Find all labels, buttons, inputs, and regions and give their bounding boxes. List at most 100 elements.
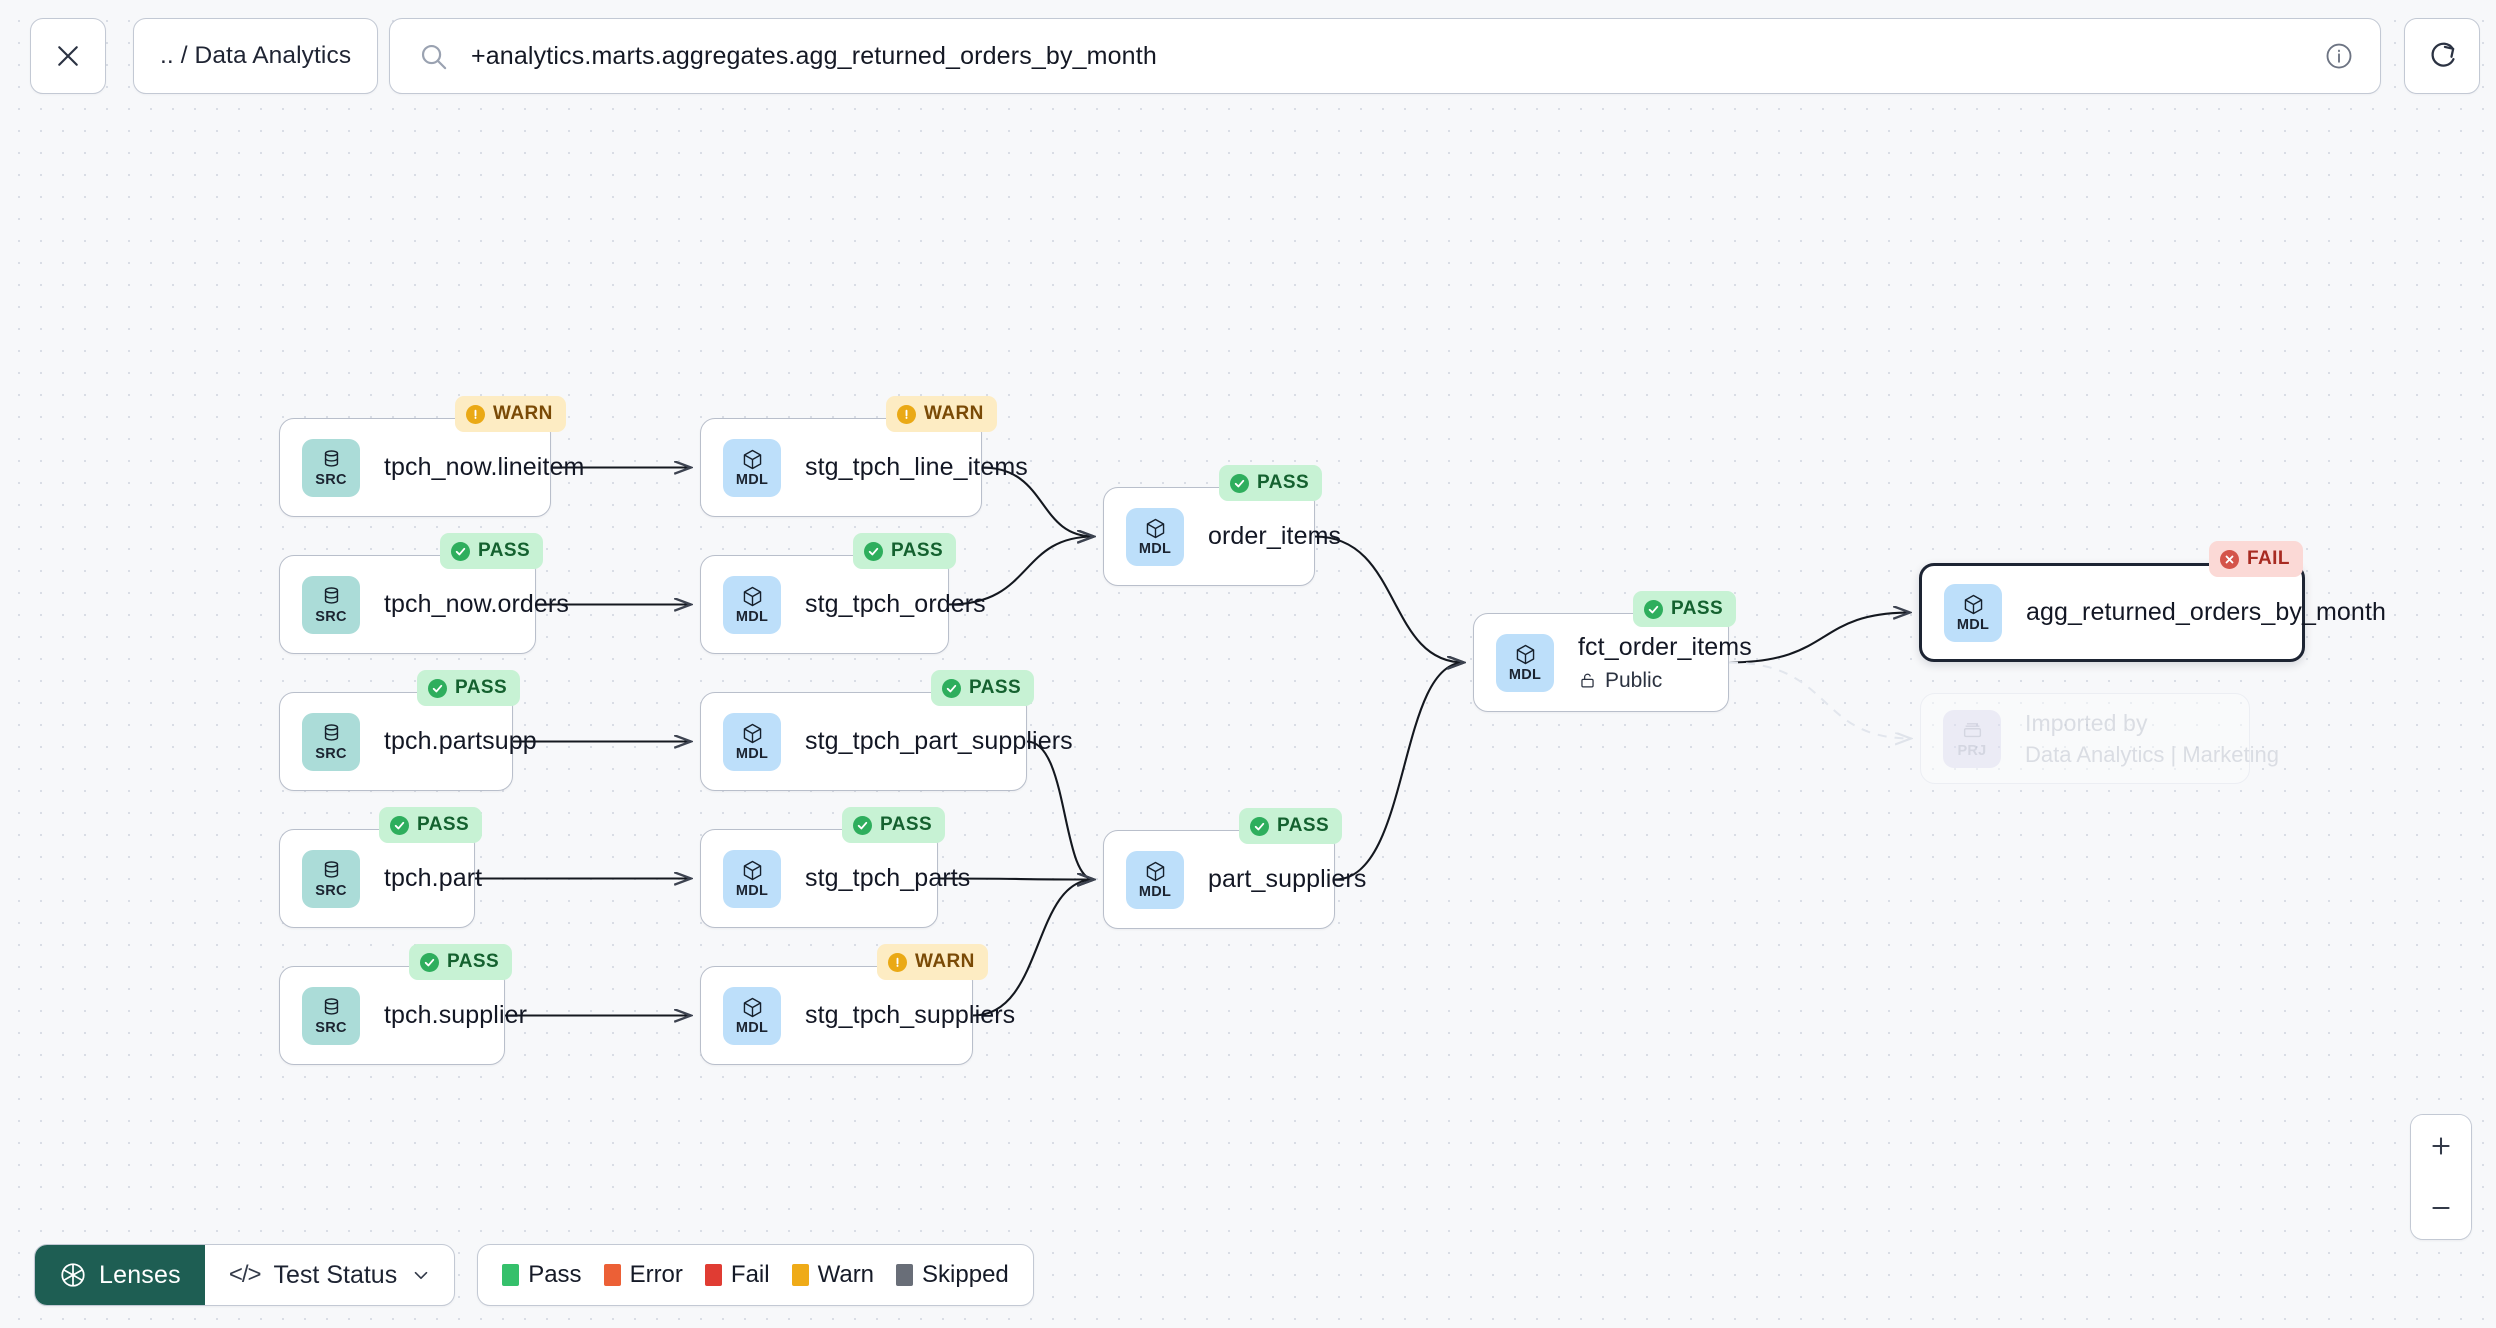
breadcrumb[interactable]: .. / Data Analytics (133, 18, 379, 94)
status-dot-icon (451, 541, 470, 561)
graph-node-agg_returned_orders_by_month[interactable]: MDL agg_returned_orders_by_month (1919, 563, 2386, 662)
refresh-button[interactable] (2404, 18, 2480, 94)
status-badge-pass[interactable]: PASS (1219, 465, 1323, 501)
node-text: stg_tpch_line_items (805, 453, 1028, 482)
node-title: part_suppliers (1208, 865, 1367, 893)
database-icon (324, 723, 338, 741)
legend-item-warn[interactable]: Warn (791, 1261, 874, 1289)
status-badge-label: WARN (924, 403, 984, 424)
node-type-label: MDL (1138, 540, 1172, 557)
status-badge-label: PASS (969, 677, 1022, 698)
node-text: tpch_now.orders (384, 590, 569, 619)
node-title: stg_tpch_orders (805, 590, 986, 618)
graph-node-order_items[interactable]: MDL order_items (1103, 487, 1341, 586)
status-badge-label: PASS (1257, 472, 1310, 493)
status-badge-pass[interactable]: PASS (409, 944, 513, 980)
legend-item-pass[interactable]: Pass (502, 1261, 582, 1289)
cube-icon (1146, 518, 1164, 538)
legend-swatch-icon (896, 1264, 914, 1286)
legend-item-skipped[interactable]: Skipped (896, 1261, 1009, 1289)
status-badge-label: WARN (493, 403, 553, 424)
close-icon (58, 46, 78, 66)
status-badge-pass[interactable]: PASS (1633, 591, 1737, 627)
node-type-badge-mdl: MDL (1126, 850, 1184, 909)
node-title: tpch_now.orders (384, 590, 569, 618)
status-dot-icon (897, 404, 916, 424)
status-legend: Pass Error Fail Warn Skipped (477, 1244, 1034, 1306)
status-badge-pass[interactable]: PASS (1239, 808, 1343, 844)
node-type-badge-src: SRC (302, 438, 360, 497)
status-badge-pass[interactable]: PASS (931, 670, 1035, 706)
graph-edge (1728, 613, 1910, 664)
status-badge-pass[interactable]: PASS (853, 533, 957, 569)
status-badge-pass[interactable]: PASS (417, 670, 521, 706)
cube-icon (743, 860, 761, 880)
legend-label: Error (629, 1261, 683, 1288)
database-icon (324, 586, 338, 604)
minus-icon (2432, 1206, 2450, 1210)
test-status-dropdown[interactable]: </> Test Status (205, 1245, 454, 1305)
status-dot-icon (942, 678, 961, 698)
node-type-label: SRC (315, 471, 347, 488)
node-type-badge-mdl: MDL (723, 712, 781, 771)
graph-node-tpch_now_orders[interactable]: SRC tpch_now.orders (279, 555, 569, 654)
status-badge-pass[interactable]: PASS (379, 807, 483, 843)
node-type-label: SRC (315, 608, 347, 625)
status-badge-fail[interactable]: FAIL (2209, 541, 2303, 577)
node-text: tpch.partsupp (384, 727, 537, 756)
plus-icon (2432, 1137, 2450, 1155)
zoom-in-button[interactable] (2411, 1115, 2471, 1177)
top-toolbar: .. / Data Analytics +analytics.marts.agg… (0, 0, 2496, 108)
node-title: tpch.supplier (384, 1001, 528, 1029)
status-badge-label: WARN (915, 951, 975, 972)
status-dot-icon (390, 815, 409, 835)
breadcrumb-label: .. / Data Analytics (160, 42, 352, 69)
status-badge-label: PASS (455, 677, 508, 698)
graph-node-stg_tpch_line_items[interactable]: MDL stg_tpch_line_items (700, 418, 1028, 517)
zoom-controls (2410, 1114, 2472, 1240)
close-button[interactable] (30, 18, 106, 94)
project-icon (1963, 722, 1981, 737)
node-type-badge-mdl: MDL (1944, 583, 2002, 642)
node-title: order_items (1208, 522, 1342, 550)
node-text: tpch.part (384, 864, 482, 893)
zoom-out-button[interactable] (2411, 1177, 2471, 1239)
legend-item-fail[interactable]: Fail (704, 1261, 770, 1289)
graph-node-part_suppliers[interactable]: MDL part_suppliers (1103, 830, 1366, 929)
node-text: part_suppliers (1208, 865, 1366, 894)
search-value: +analytics.marts.aggregates.agg_returned… (471, 41, 1157, 70)
node-text: agg_returned_orders_by_month (2026, 598, 2386, 627)
status-badge-warn[interactable]: WARN (455, 396, 566, 432)
refresh-icon (2431, 42, 2455, 67)
status-badge-pass[interactable]: PASS (842, 807, 946, 843)
node-subtitle-label: Public (1605, 668, 1663, 692)
graph-edge (1026, 740, 1094, 880)
search-input[interactable]: +analytics.marts.aggregates.agg_returned… (389, 18, 2381, 94)
legend-item-error[interactable]: Error (603, 1261, 683, 1289)
status-dot-icon (1250, 816, 1269, 836)
status-badge-warn[interactable]: WARN (886, 396, 997, 432)
cube-icon (1964, 594, 1982, 614)
node-type-badge-prj: PRJ (1943, 709, 2001, 768)
graph-edge (972, 880, 1094, 1017)
info-icon[interactable] (2324, 41, 2354, 71)
unlock-icon (1581, 673, 1594, 688)
database-icon (324, 860, 338, 878)
node-type-badge-mdl: MDL (723, 438, 781, 497)
status-badge-warn[interactable]: WARN (877, 944, 988, 980)
status-badge-pass[interactable]: PASS (440, 533, 544, 569)
node-type-badge-src: SRC (302, 575, 360, 634)
status-dot-icon (1230, 473, 1249, 493)
lenses-button[interactable]: Lenses (35, 1245, 205, 1305)
